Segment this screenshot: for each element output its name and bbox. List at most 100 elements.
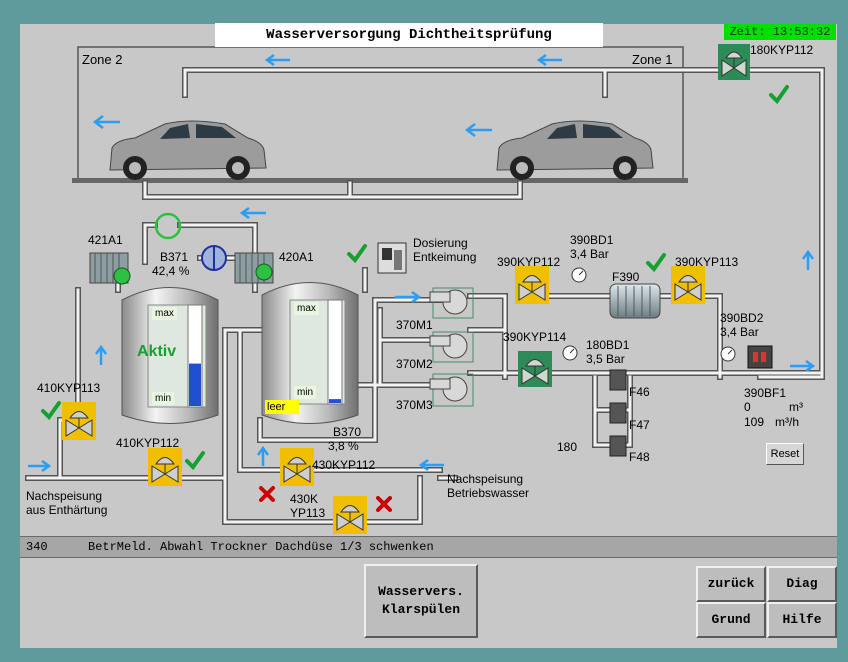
- gauge-icon: [720, 346, 736, 362]
- b370-max-label: max: [294, 302, 319, 315]
- 390bf1-label: 390BF1: [744, 386, 787, 400]
- 390bd1-label: 390BD1: [570, 233, 614, 247]
- filter-f48-label: F48: [629, 450, 650, 464]
- pump-icon: [429, 287, 474, 319]
- valve-icon: [515, 266, 549, 304]
- motor-421a1-label: 421A1: [88, 233, 123, 247]
- valve-180kyp112-label: 180KYP112: [750, 43, 814, 57]
- arrow-icon: [464, 123, 492, 137]
- status-bar: 340 BetrMeld. Abwahl Trockner Dachdüse 1…: [20, 536, 837, 558]
- 390kyp114-label: 390KYP114: [503, 330, 567, 344]
- arrow-icon: [418, 458, 444, 472]
- pump-icon: [89, 252, 131, 285]
- dosierung-label: Dosierung: [413, 236, 468, 250]
- 390bf1-volume: 0: [744, 400, 751, 414]
- entkeimung-label: Entkeimung: [413, 250, 477, 264]
- check-icon: [185, 451, 205, 471]
- reset-button[interactable]: Reset: [766, 443, 804, 465]
- 390bf1-flow-unit: m³/h: [775, 415, 799, 429]
- motor-420a1-label: 420A1: [279, 250, 314, 264]
- wasservers-button-line1: Wasservers.: [378, 584, 464, 599]
- hilfe-button[interactable]: Hilfe: [767, 602, 837, 638]
- 430kyp113-label-1: 430K: [290, 492, 319, 506]
- valve-icon: [280, 448, 314, 486]
- arrow-icon: [264, 53, 290, 67]
- b370-label: B370: [333, 425, 362, 439]
- arrow-icon: [94, 344, 108, 365]
- filter-icon: [609, 369, 627, 457]
- status-code: 340: [26, 540, 48, 554]
- pump-icon: [429, 331, 474, 363]
- tank-active-label: Aktiv: [137, 343, 177, 360]
- page-title: Wasserversorgung Dichtheitsprüfung: [215, 23, 603, 47]
- nachspeisung-betriebswasser-2: Betriebswasser: [447, 486, 530, 500]
- b371-value: 42,4 %: [152, 264, 190, 278]
- clock-display: Zeit: 13:53:32: [724, 24, 836, 40]
- 390kyp113-label: 390KYP113: [675, 255, 739, 269]
- check-icon: [41, 401, 61, 421]
- check-icon: [347, 244, 367, 264]
- check-icon: [646, 253, 666, 273]
- check-icon: [769, 85, 789, 105]
- wasservers-button-line2: Klarspülen: [381, 602, 460, 617]
- valve-icon: [518, 351, 552, 387]
- arrow-icon: [801, 249, 815, 270]
- arrow-icon: [790, 359, 816, 373]
- 390bf1-volume-unit: m³: [789, 400, 803, 414]
- 180bd1-label: 180BD1: [586, 338, 630, 352]
- b370-value: 3,8 %: [328, 439, 359, 453]
- 390bf1-flow: 109: [744, 415, 765, 429]
- arrow-icon: [239, 206, 266, 220]
- car-icon: [496, 120, 654, 180]
- label-180: 180: [557, 440, 578, 454]
- grund-button[interactable]: Grund: [696, 602, 766, 638]
- b371-min-label: min: [152, 392, 175, 405]
- flow-arrows: [28, 53, 816, 473]
- arrow-icon: [28, 459, 52, 473]
- arrow-icon: [536, 53, 562, 67]
- zurueck-button[interactable]: zurück: [696, 566, 766, 602]
- valve-icon: [671, 266, 705, 304]
- 390bd1-value: 3,4 Bar: [570, 247, 609, 261]
- f390-label: F390: [612, 270, 640, 284]
- 410kyp112-label: 410KYP112: [116, 436, 180, 450]
- gauge-icon: [562, 345, 578, 361]
- conveyor: [72, 178, 688, 183]
- 410kyp113-label: 410KYP113: [37, 381, 101, 395]
- arrow-icon: [395, 290, 422, 304]
- status-message: BetrMeld. Abwahl Trockner Dachdüse 1/3 s…: [88, 540, 434, 554]
- valve-icon: [718, 44, 750, 80]
- valve-icon: [201, 245, 227, 271]
- zone-1-label: Zone 1: [632, 52, 673, 67]
- b371-label: B371: [160, 250, 189, 264]
- 390bd2-value: 3,4 Bar: [720, 325, 759, 339]
- 390kyp112-label: 390KYP112: [497, 255, 561, 269]
- valve-icon: [333, 496, 367, 534]
- flow-sensor-icon: [154, 212, 182, 240]
- diag-button[interactable]: Diag: [767, 566, 837, 602]
- nachspeisung-enthaertung-1: Nachspeisung: [26, 489, 103, 503]
- valve-icon: [148, 448, 182, 486]
- b371-max-label: max: [152, 307, 177, 320]
- nachspeisung-betriebswasser-1: Nachspeisung: [447, 472, 524, 486]
- filter-f46-label: F46: [629, 385, 650, 399]
- pump-icon: [234, 252, 274, 284]
- wasservers-klarspuelen-button[interactable]: Wasservers. Klarspülen: [364, 564, 478, 638]
- tank-empty-label: leer: [265, 400, 299, 414]
- 430kyp112-label: 430KYP112: [312, 458, 376, 472]
- flowmeter-icon: [747, 345, 773, 369]
- pump-370m2-label: 370M2: [396, 357, 433, 371]
- tank-icon: [261, 282, 359, 424]
- pump-370m1-label: 370M1: [396, 318, 433, 332]
- tank-icon: [121, 287, 219, 424]
- zone-2-label: Zone 2: [82, 52, 123, 67]
- 430kyp113-label-2: YP113: [290, 506, 326, 520]
- arrow-icon: [256, 445, 270, 466]
- pump-370m3-label: 370M3: [396, 398, 433, 412]
- car-icon: [109, 120, 267, 180]
- pump-icon: [429, 373, 474, 407]
- nachspeisung-enthaertung-2: aus Enthärtung: [26, 503, 108, 517]
- arrow-icon: [92, 115, 120, 129]
- 390bd2-label: 390BD2: [720, 311, 764, 325]
